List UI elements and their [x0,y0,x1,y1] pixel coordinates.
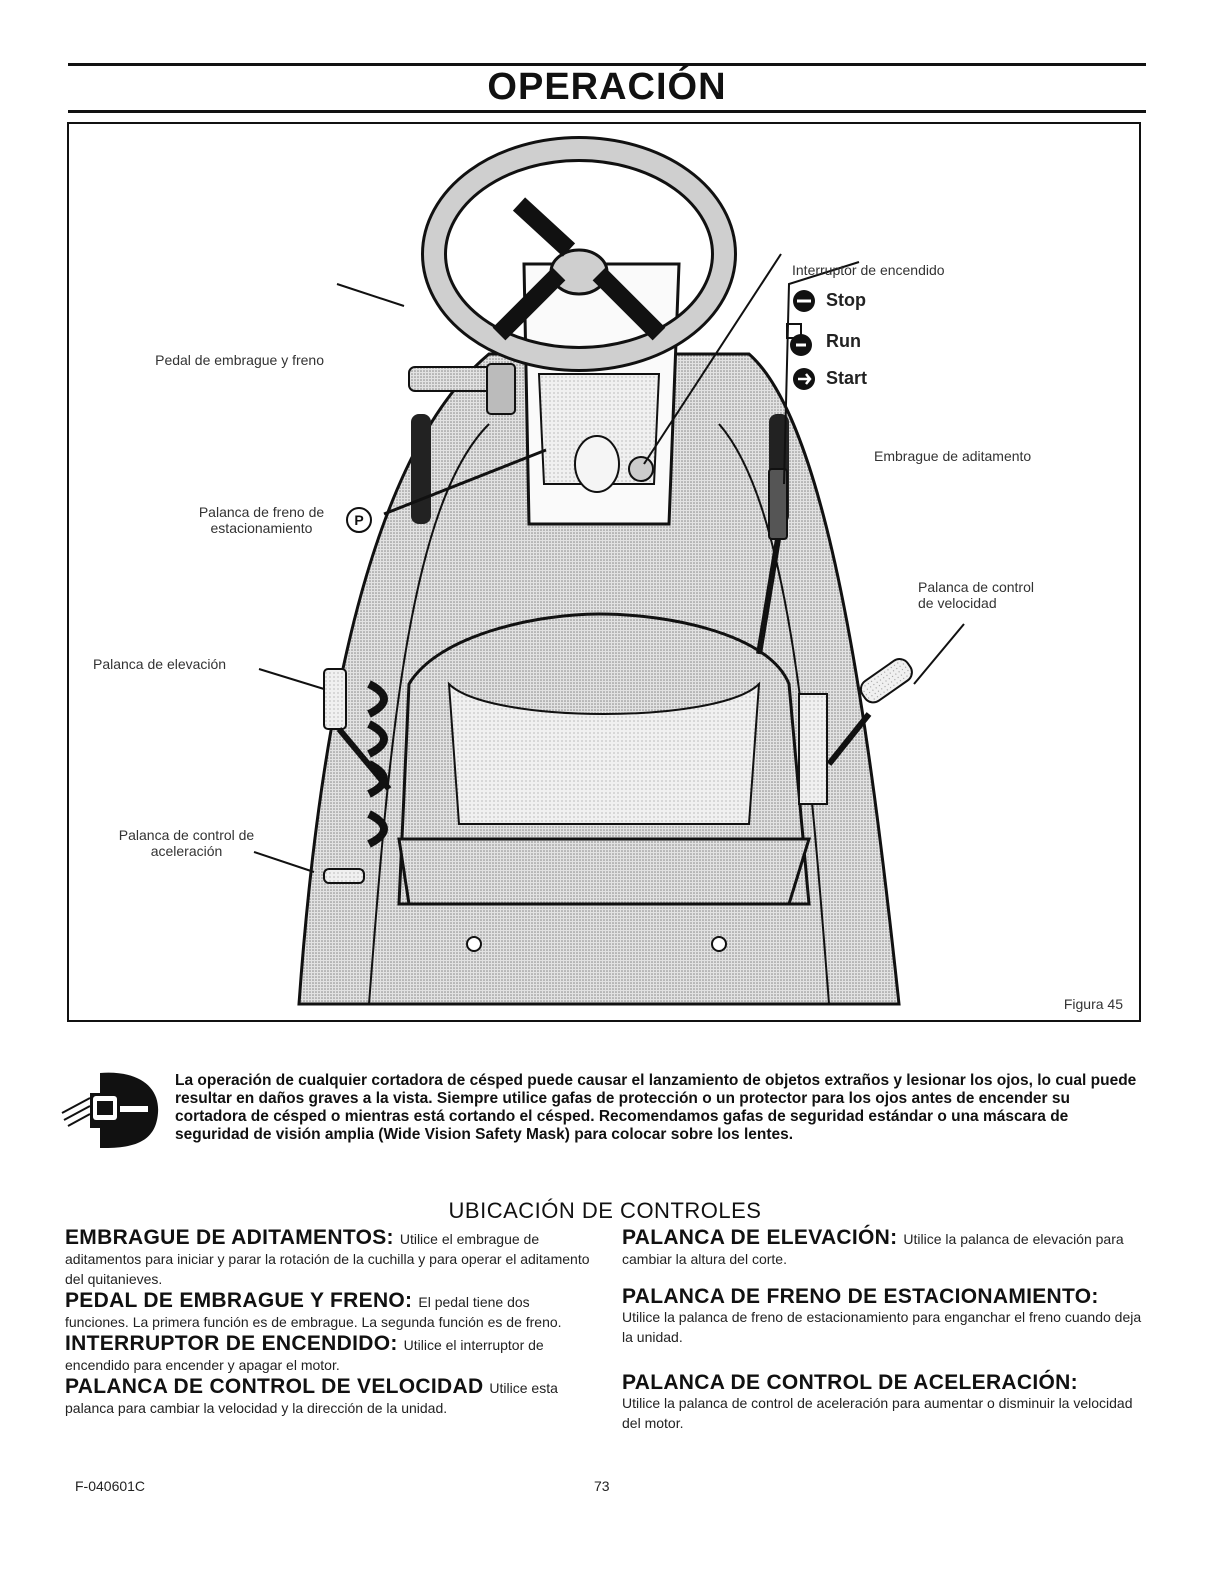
page-title: OPERACIÓN [487,66,727,108]
start-mark [793,368,815,390]
svg-text:P: P [354,512,363,528]
parking-p-icon: P [346,507,372,533]
steering-wheel-icon [421,136,737,372]
control-ignition-switch-body: Utilice el interruptor de encendido para… [65,1337,544,1373]
document-code: F-040601C [75,1478,146,1494]
control-ignition-switch-head: INTERRUPTOR DE ENCENDIDO: [65,1332,398,1355]
control-ignition-switch: INTERRUPTOR DE ENCENDIDO:Utilice el inte… [65,1332,590,1375]
control-lift-lever-body: Utilice la palanca de elevación para cam… [622,1231,1124,1267]
label-throttle-line2: aceleración [150,843,223,859]
left-wheel [411,414,431,524]
run-icon [786,323,812,356]
controls-section-title: UBICACIÓN DE CONTROLES [448,1198,762,1223]
speed-control-lever [859,658,913,704]
control-attachment-clutch-head: EMBRAGUE DE ADITAMENTOS: [65,1226,394,1249]
label-speed-control-line1: Palanca de control [918,579,1034,595]
control-clutch-brake-pedal: PEDAL DE EMBRAGUE Y FRENO:El pedal tiene… [65,1289,590,1332]
control-throttle-lever-body: Utilice la palanca de control de acelera… [622,1395,1133,1431]
throttle-lever [323,868,365,884]
label-ignition-switch: Interruptor de encendido [792,262,945,278]
controls-right-column: PALANCA DE ELEVACIÓN:Utilice la palanca … [622,1226,1147,1433]
stop-icon [793,290,815,312]
clutch-pedal [408,366,498,392]
control-parking-brake-head: PALANCA DE FRENO DE ESTACIONAMIENTO: [622,1285,1099,1308]
control-parking-brake-body: Utilice la palanca de freno de estaciona… [622,1309,1142,1345]
label-speed-control-line2: de velocidad [918,595,997,611]
top-rule [68,63,1146,66]
ignition-stop-label: Stop [826,290,866,310]
control-lift-lever-head: PALANCA DE ELEVACIÓN: [622,1226,898,1249]
lift-lever [323,668,347,730]
label-lift-lever: Palanca de elevación [93,656,227,672]
label-clutch-brake-pedal: Pedal de embrague y freno [155,352,324,368]
label-attachment-clutch: Embrague de aditamento [874,448,1032,464]
control-attachment-clutch-body: Utilice el embrague de aditamentos para … [65,1231,590,1287]
eye-safety-warning: La operación de cualquier cortadora de c… [175,1072,1137,1143]
control-lift-lever: PALANCA DE ELEVACIÓN:Utilice la palanca … [622,1226,1147,1269]
control-clutch-brake-pedal-head: PEDAL DE EMBRAGUE Y FRENO: [65,1289,413,1312]
label-parking-brake-line1: Palanca de freno de [198,504,325,520]
ignition-knob [574,435,620,493]
title-underline [68,110,1146,113]
control-parking-brake: PALANCA DE FRENO DE ESTACIONAMIENTO:Util… [622,1285,1147,1347]
eye-protection-icon [61,1072,159,1148]
label-throttle-control: Palanca de control de aceleración [109,827,264,859]
control-speed-lever-head: PALANCA DE CONTROL DE VELOCIDAD [65,1375,484,1398]
ignition-switch [628,456,654,482]
ignition-start-label: Start [826,368,868,388]
control-clutch-brake-pedal-body: El pedal tiene dos funciones. La primera… [65,1294,562,1330]
control-throttle-lever-head: PALANCA DE CONTROL DE ACELERACIÓN: [622,1371,1078,1394]
ignition-run-label: Run [826,331,861,351]
control-attachment-clutch: EMBRAGUE DE ADITAMENTOS:Utilice el embra… [65,1226,590,1289]
page-number: 73 [594,1478,610,1494]
tractor-illustration: P [253,136,965,1006]
label-throttle-line1: Palanca de control de [118,827,255,843]
control-speed-lever-body: Utilice esta palanca para cambiar la vel… [65,1380,558,1416]
controls-left-column: EMBRAGUE DE ADITAMENTOS:Utilice el embra… [65,1226,590,1418]
figure-caption: Figura 45 [1063,996,1123,1012]
label-parking-brake-line2: estacionamiento [210,520,313,536]
figure-45: P [67,122,1141,1022]
label-speed-control: Palanca de control de velocidad [918,579,1034,611]
control-throttle-lever: PALANCA DE CONTROL DE ACELERACIÓN:Utilic… [622,1371,1147,1433]
label-parking-brake: Palanca de freno de estacionamiento [174,504,349,536]
